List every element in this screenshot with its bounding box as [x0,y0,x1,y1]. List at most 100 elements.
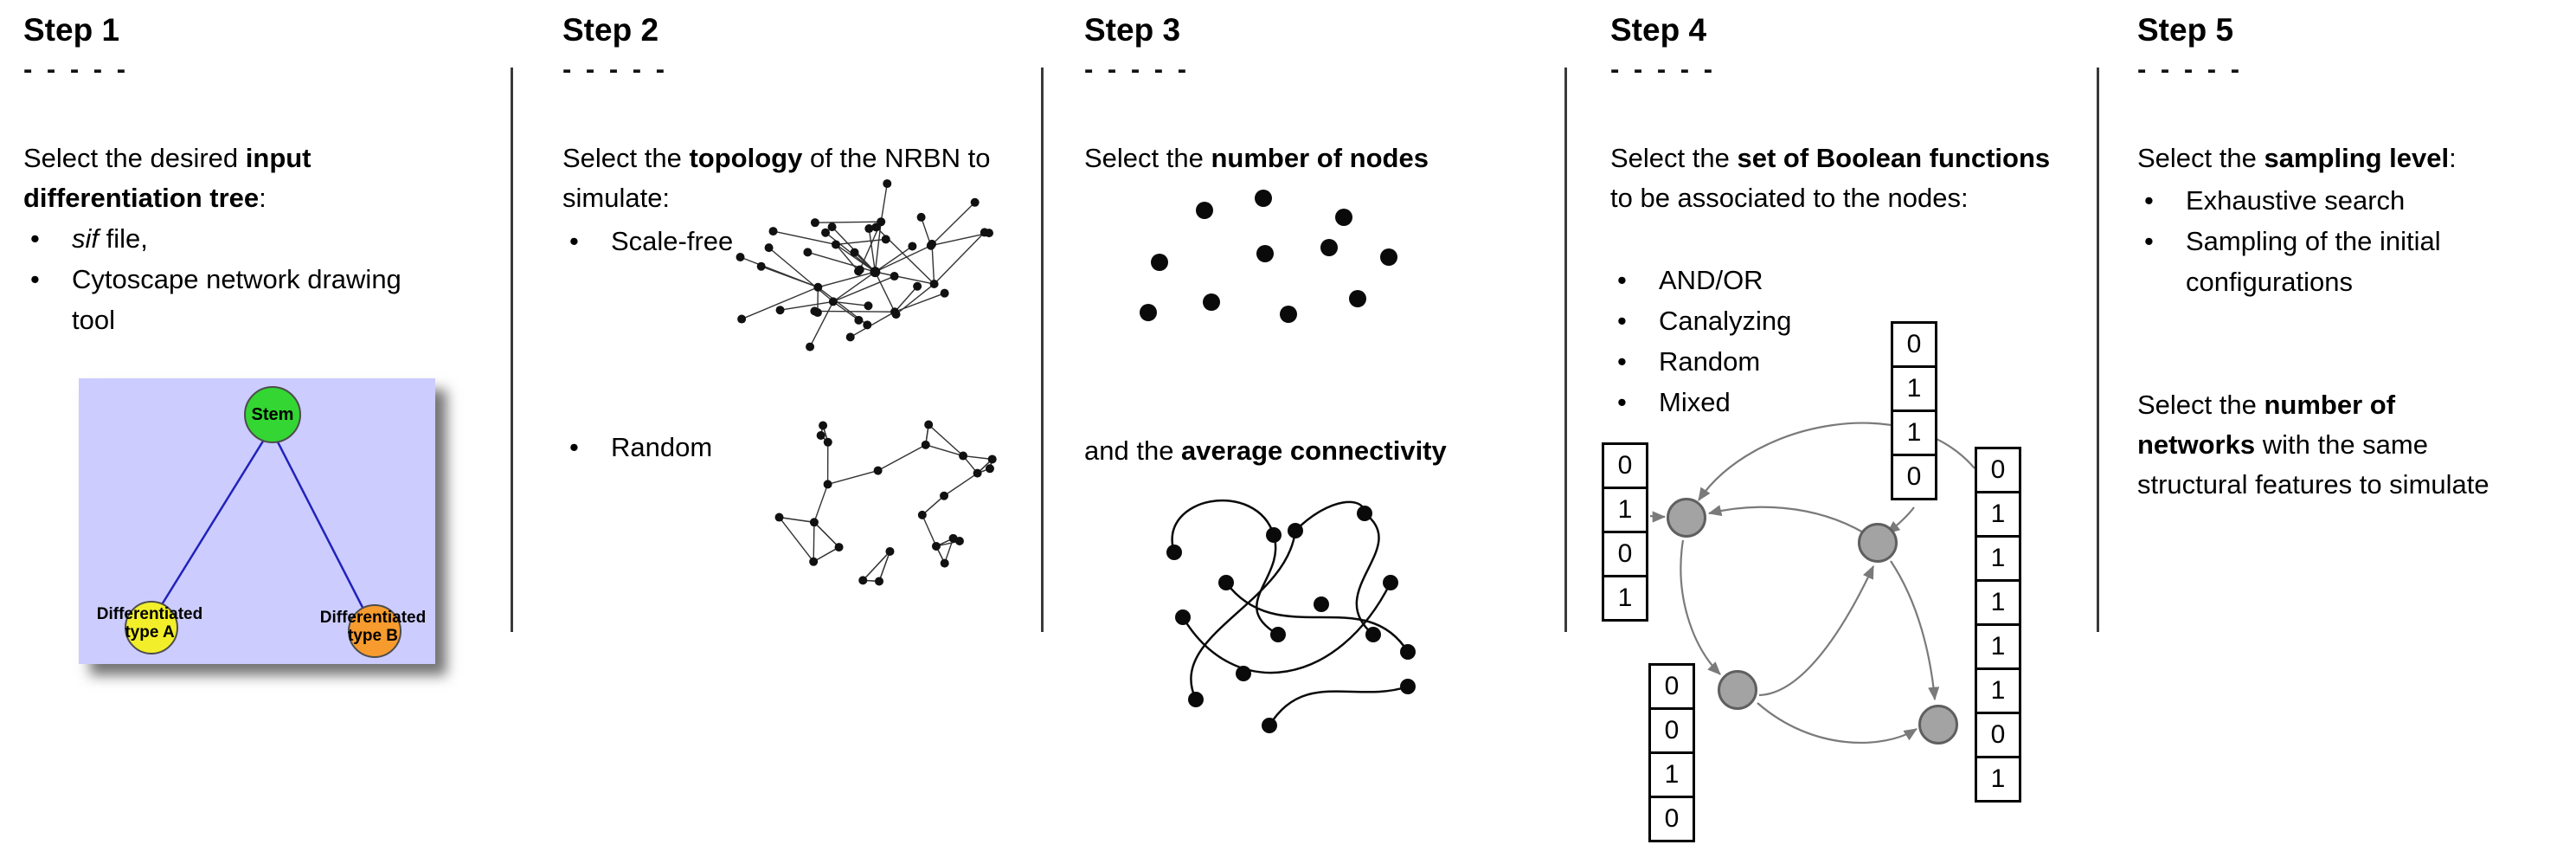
truth-table-cell: 0 [1891,454,1937,500]
step1-intro: Select the desired input differentiation… [23,139,408,218]
step2-intro-bold: topology [689,143,803,173]
differentiated-type-a-node [125,601,178,654]
network-node [1858,523,1898,563]
type-b-label-line2: type B [347,627,399,645]
type-a-label-line1: Differentiated [96,605,203,623]
bullet-text: Sampling of the initial configurations [2186,226,2441,297]
truth-table-cell: 0 [1648,707,1695,754]
column-divider [511,68,513,632]
step5-intro-bold: sampling level [2264,143,2450,173]
bullet-item: Mixed [1610,382,2052,422]
bullet-item: Sampling of the initial configurations [2137,221,2570,302]
bullet-item: Random [1610,341,2052,382]
step2-dashes: - - - - - [562,54,669,84]
truth-table-right: 0 1 1 1 1 1 0 1 [1975,447,2021,803]
truth-table-cell: 0 [1975,712,2021,758]
bullet-item: Canalyzing [1610,300,2052,341]
boolean-network-arrows [1649,422,1975,745]
truth-table-cell: 1 [1975,491,2021,538]
truth-table-cell: 1 [1602,487,1648,533]
type-b-label-line1: Differentiated [319,609,427,627]
step3-line2-text: and the [1084,435,1182,466]
truth-table-top: 0 1 1 0 [1891,321,1937,500]
bullet-item: Random [562,427,995,467]
bullet-text: Scale-free [611,226,734,256]
truth-table-cell: 0 [1975,447,2021,493]
step1-intro-bold: input differentiation tree [23,143,312,213]
step1-intro-colon: : [259,183,267,213]
step5-para2-bold1: number of [2264,390,2396,420]
step5-intro-colon: : [2449,143,2457,173]
truth-table-cell: 1 [1975,667,2021,714]
step1-title: Step 1 [23,12,120,48]
connectivity-tangle-figure [1166,499,1416,733]
step4-title: Step 4 [1610,12,1707,48]
step5-networks-paragraph: Select the number of networks with the sa… [2137,385,2574,505]
step4-intro: Select the set of Boolean functions to b… [1610,139,2052,218]
differentiated-type-b-node [348,604,401,658]
step4-intro-bold: set of Boolean functions [1737,143,2051,173]
truth-table-cell: 1 [1648,751,1695,798]
step3-line2-bold: average connectivity [1181,435,1447,466]
step3-line1-text: Select the [1084,143,1211,173]
step5-para2-line3: structural features to simulate [2137,469,2489,500]
truth-table-cell: 1 [1891,365,1937,412]
network-node [1667,498,1706,538]
step4-dashes: - - - - - [1610,54,1717,84]
bullet-item: Exhaustive search [2137,180,2570,221]
bullet-text: Canalyzing [1659,306,1792,336]
step2-intro: Select the topology of the NRBN to simul… [562,139,995,218]
step3-dashes: - - - - - [1084,54,1191,84]
step5-intro: Select the sampling level: [2137,139,2570,178]
truth-table-left: 0 1 0 1 [1602,442,1648,622]
truth-table-cell: 0 [1648,796,1695,842]
bullet-text: Random [611,432,713,462]
nodes-dots-figure [1140,190,1397,323]
type-a-label-line2: type A [125,623,175,641]
step4-intro-rest: to be associated to the nodes: [1610,183,1969,213]
truth-table-cell: 1 [1602,575,1648,622]
boolean-network-figure: 0 1 1 0 0 1 0 1 0 0 1 0 0 1 1 1 1 1 0 1 [1596,308,2057,849]
bullet-text: Random [1659,346,1761,377]
truth-table-cell: 1 [1975,535,2021,582]
bullet-text: Mixed [1659,387,1731,417]
bullet-text: Cytoscape network drawing tool [72,264,401,335]
column-divider [1564,68,1567,632]
network-node [1918,705,1958,745]
step5-bullet-list: Exhaustive search Sampling of the initia… [2137,180,2570,302]
bullet-text: AND/OR [1659,265,1763,295]
step3-line1-bold: number of nodes [1211,143,1429,173]
step4-intro-text: Select the [1610,143,1738,173]
truth-table-cell: 0 [1891,321,1937,368]
truth-table-cell: 1 [1975,579,2021,626]
column-divider [1041,68,1044,632]
truth-table-bottom: 0 0 1 0 [1648,663,1695,842]
bullet-item: sif file, [23,218,413,259]
bullet-text: Exhaustive search [2186,185,2406,216]
step5-para2-bold2: networks [2137,429,2256,460]
step2-intro-rest: of the NRBN to simulate: [562,143,991,213]
stem-node: Stem [244,386,301,443]
step5-dashes: - - - - - [2137,54,2244,84]
step5-para2-text: Select the [2137,390,2264,420]
truth-table-cell: 0 [1648,663,1695,710]
truth-table-cell: 1 [1975,756,2021,803]
step5-para2-rest: with the same [2255,429,2428,460]
sif-italic: sif [72,223,99,254]
step5-title: Step 5 [2137,12,2234,48]
column-divider [2097,68,2099,632]
stem-label: Stem [251,404,294,424]
step4-bullet-list: AND/OR Canalyzing Random Mixed [1610,260,2052,422]
bullet-item: Cytoscape network drawing tool [23,259,413,340]
step3-line2: and the average connectivity [1084,431,1556,471]
network-node [1718,670,1757,710]
bullet-item: Scale-free [562,221,995,261]
step2-title: Step 2 [562,12,659,48]
step5-intro-text: Select the [2137,143,2264,173]
tree-edges [148,428,375,629]
step3-title: Step 3 [1084,12,1181,48]
truth-table-cell: 0 [1602,531,1648,577]
